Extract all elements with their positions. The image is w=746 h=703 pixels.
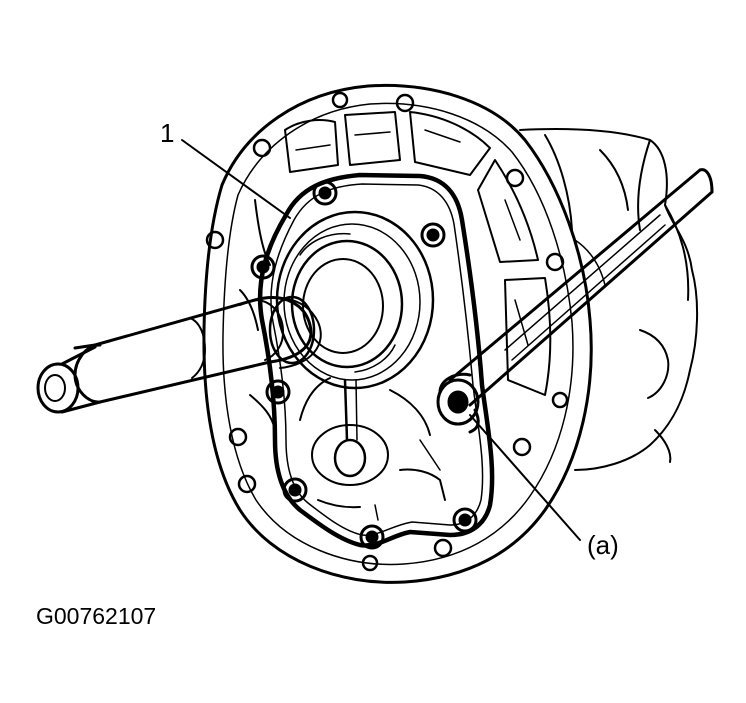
- flange-bolt-holes: [205, 91, 569, 572]
- lower-casting: [299, 377, 446, 521]
- leader-lines: [181, 139, 581, 541]
- callout-label-1: 1: [160, 118, 175, 148]
- figure-id: G00762107: [36, 603, 157, 629]
- callout-label-a: (a): [587, 530, 619, 560]
- bearing-retainer-gasket: [257, 172, 495, 548]
- transmission-housing: [519, 128, 699, 471]
- tool-a: [436, 168, 714, 434]
- retainer-bolts: [250, 180, 478, 550]
- output-shaft: [36, 295, 322, 414]
